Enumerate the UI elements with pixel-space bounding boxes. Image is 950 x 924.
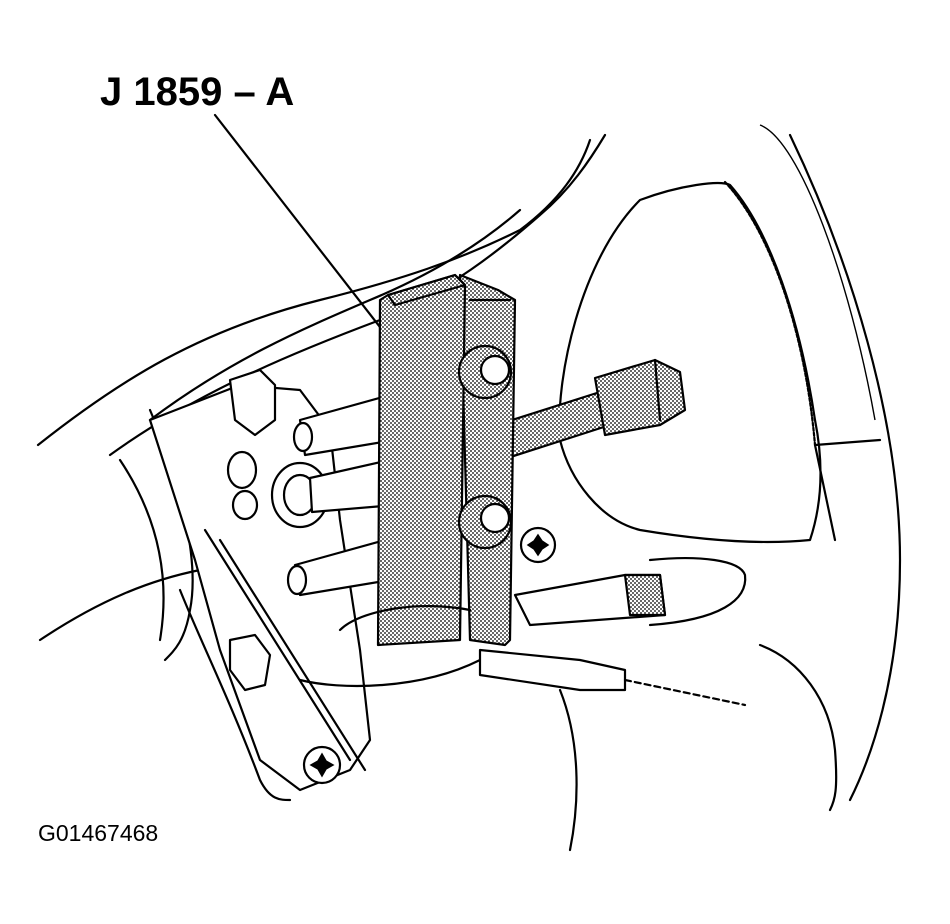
puller-tool	[376, 273, 517, 647]
airbag-wire	[298, 648, 747, 852]
connector-bracket	[338, 573, 667, 632]
steering-wheel-rim	[759, 124, 902, 802]
torx-screw-icon	[519, 526, 557, 564]
torx-screw-icon	[302, 745, 342, 785]
spoke-hole	[231, 489, 259, 521]
tool-label: J 1859 – A	[100, 70, 295, 114]
figure-id: G01467468	[38, 820, 159, 846]
callout-leader-line	[213, 113, 392, 342]
spoke-tab	[228, 368, 277, 437]
puller-bolt-lower	[286, 538, 392, 597]
airbag-pad	[558, 180, 882, 812]
spoke-tab	[228, 633, 272, 692]
spoke-hole	[226, 450, 258, 490]
